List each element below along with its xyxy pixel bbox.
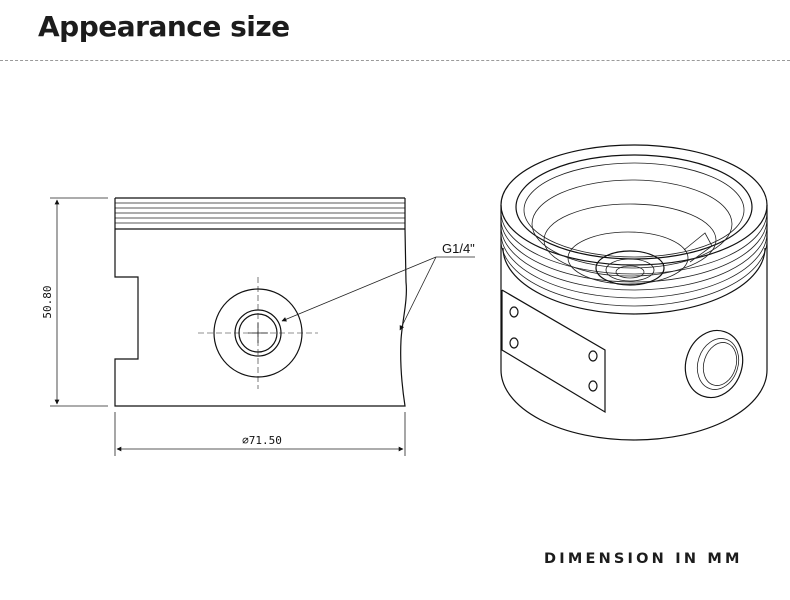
port-g14 xyxy=(198,277,318,389)
port-callout-label: G1/4" xyxy=(442,241,475,256)
title-divider xyxy=(0,60,790,61)
side-view: 50.80 ∅71.50 G1/4" xyxy=(41,197,475,456)
height-dimension-label: 50.80 xyxy=(41,285,54,318)
diameter-dimension: ∅71.50 xyxy=(114,412,406,456)
thread-section xyxy=(114,197,406,230)
height-dimension: 50.80 xyxy=(41,197,108,407)
dimension-unit-note: DIMENSION IN MM xyxy=(544,551,743,567)
page-title: Appearance size xyxy=(38,10,290,43)
diameter-dimension-label: ∅71.50 xyxy=(242,434,282,447)
port-callout: G1/4" xyxy=(281,241,475,331)
isometric-view xyxy=(500,144,768,441)
body-outline xyxy=(114,228,408,407)
